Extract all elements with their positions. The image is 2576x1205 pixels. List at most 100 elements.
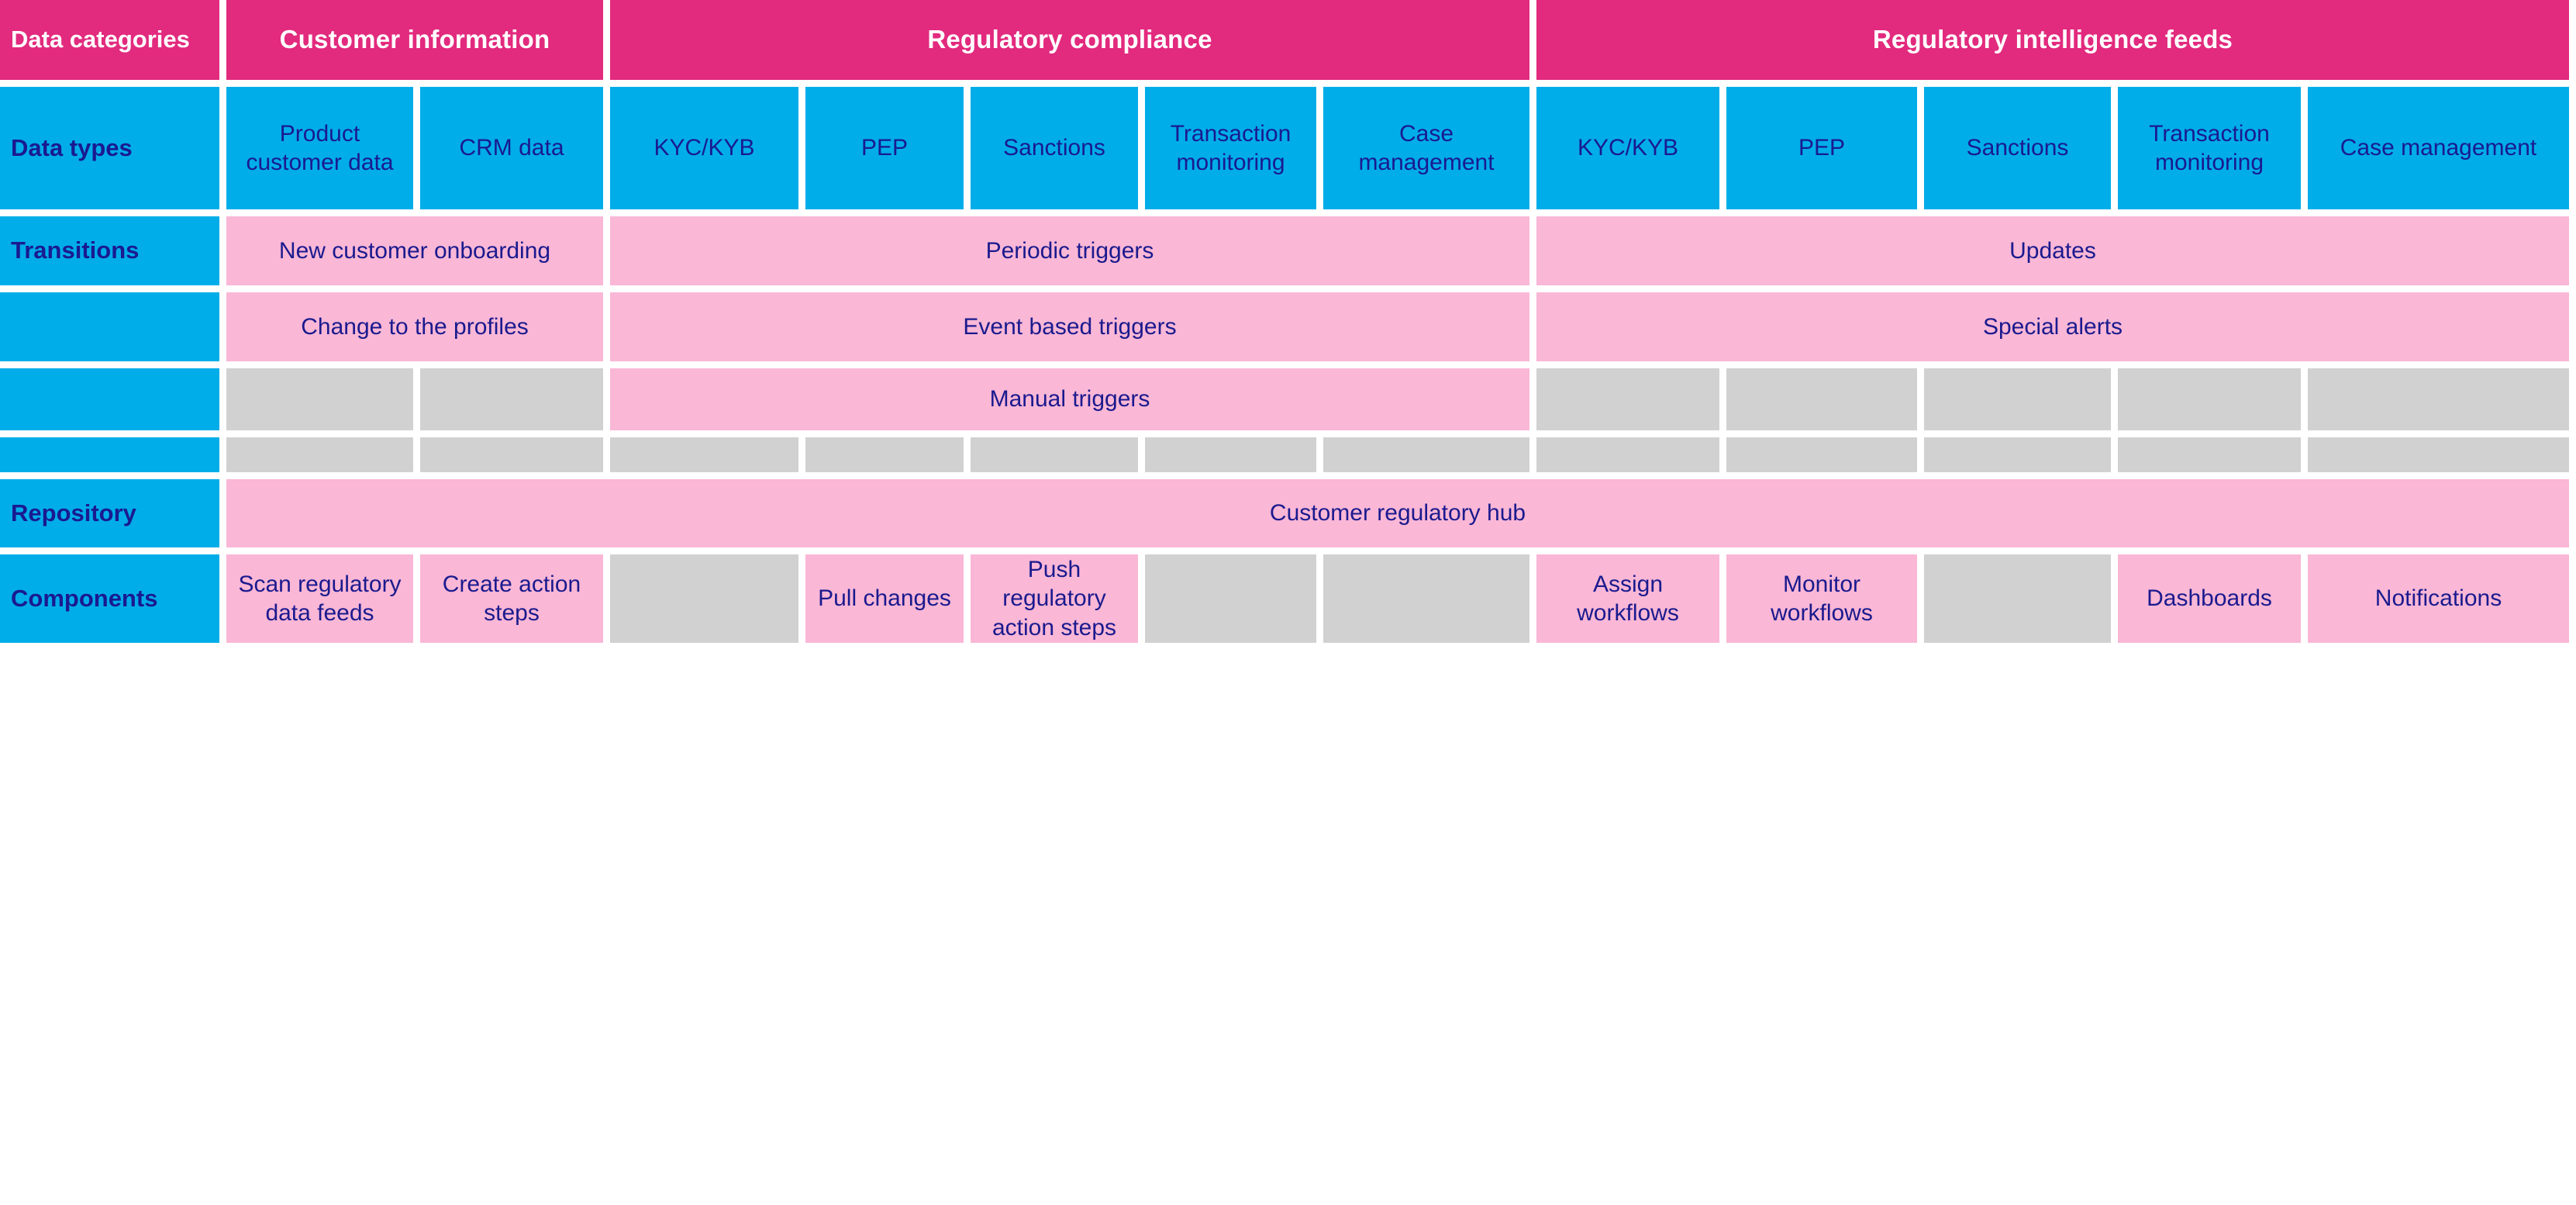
- column-gutter: [219, 87, 226, 209]
- column-gutter: [413, 368, 420, 430]
- column-gutter: [798, 554, 805, 643]
- row-components-cell-3[interactable]: Pull changes: [805, 554, 964, 643]
- row-components-cell-9[interactable]: [1924, 554, 2111, 643]
- column-gutter: [2301, 368, 2308, 430]
- row-blank-cell-11[interactable]: [2308, 437, 2569, 472]
- column-gutter: [603, 437, 610, 472]
- row-transitions-3-cell-5[interactable]: [1924, 368, 2111, 430]
- row-blank-cell-4[interactable]: [971, 437, 1138, 472]
- column-gutter: [1719, 87, 1726, 209]
- column-gutter: [219, 437, 226, 472]
- column-gutter: [413, 437, 420, 472]
- column-gutter: [964, 554, 971, 643]
- category-header-2[interactable]: Regulatory intelligence feeds: [1536, 0, 2569, 80]
- data-type-cell-0[interactable]: Product customer data: [226, 87, 413, 209]
- row-blank-cell-8[interactable]: [1726, 437, 1917, 472]
- column-gutter: [2111, 437, 2118, 472]
- row-transitions-3: Manual triggers: [0, 368, 2576, 430]
- row-label-transitions-2: [0, 292, 219, 361]
- row-transitions-3-cell-2[interactable]: Manual triggers: [610, 368, 1529, 430]
- data-type-cell-4[interactable]: Sanctions: [971, 87, 1138, 209]
- row-transitions-1-cell-1[interactable]: Periodic triggers: [610, 216, 1529, 285]
- row-components-cell-10[interactable]: Dashboards: [2118, 554, 2301, 643]
- row-blank-cell-2[interactable]: [610, 437, 798, 472]
- row-label-blank: [0, 437, 219, 472]
- column-gutter: [964, 437, 971, 472]
- row-components-cell-2[interactable]: [610, 554, 798, 643]
- row-components-cell-7[interactable]: Assign workflows: [1536, 554, 1719, 643]
- row-blank-cell-5[interactable]: [1145, 437, 1316, 472]
- row-components-cell-5[interactable]: [1145, 554, 1316, 643]
- column-gutter: [413, 554, 420, 643]
- row-blank-cell-10[interactable]: [2118, 437, 2301, 472]
- row-transitions-2-cell-1[interactable]: Event based triggers: [610, 292, 1529, 361]
- row-blank-cell-0[interactable]: [226, 437, 413, 472]
- row-gutter: [0, 285, 2576, 292]
- column-gutter: [1316, 87, 1323, 209]
- row-components-cell-11[interactable]: Notifications: [2308, 554, 2569, 643]
- column-gutter: [1529, 0, 1536, 80]
- row-gutter: [0, 209, 2576, 216]
- column-gutter: [1138, 87, 1145, 209]
- row-transitions-3-cell-7[interactable]: [2308, 368, 2569, 430]
- row-components-cell-6[interactable]: [1323, 554, 1529, 643]
- column-gutter: [1529, 292, 1536, 361]
- row-gutter: [0, 430, 2576, 437]
- row-blank-cell-3[interactable]: [805, 437, 964, 472]
- column-gutter: [964, 87, 971, 209]
- column-gutter: [1917, 87, 1924, 209]
- row-transitions-2-cell-0[interactable]: Change to the profiles: [226, 292, 603, 361]
- row-transitions-3-cell-6[interactable]: [2118, 368, 2301, 430]
- column-gutter: [603, 368, 610, 430]
- row-blank-cell-1[interactable]: [420, 437, 603, 472]
- column-gutter: [1719, 437, 1726, 472]
- column-gutter: [413, 87, 420, 209]
- row-gutter: [0, 80, 2576, 87]
- data-type-cell-11[interactable]: Case management: [2308, 87, 2569, 209]
- data-type-cell-10[interactable]: Transaction monitoring: [2118, 87, 2301, 209]
- row-gutter: [0, 472, 2576, 479]
- column-gutter: [219, 216, 226, 285]
- row-label-components: Components: [0, 554, 219, 643]
- data-type-cell-1[interactable]: CRM data: [420, 87, 603, 209]
- row-repository-cell-0[interactable]: Customer regulatory hub: [226, 479, 2569, 547]
- data-type-cell-8[interactable]: PEP: [1726, 87, 1917, 209]
- row-transitions-1-cell-0[interactable]: New customer onboarding: [226, 216, 603, 285]
- row-components-cell-1[interactable]: Create action steps: [420, 554, 603, 643]
- column-gutter: [2111, 87, 2118, 209]
- row-transitions-3-cell-3[interactable]: [1536, 368, 1719, 430]
- column-gutter: [219, 368, 226, 430]
- data-type-cell-7[interactable]: KYC/KYB: [1536, 87, 1719, 209]
- column-gutter: [603, 87, 610, 209]
- row-components-cell-4[interactable]: Push regulatory action steps: [971, 554, 1138, 643]
- category-header-0[interactable]: Customer information: [226, 0, 603, 80]
- column-gutter: [2301, 437, 2308, 472]
- row-transitions-3-cell-4[interactable]: [1726, 368, 1917, 430]
- category-header-1[interactable]: Regulatory compliance: [610, 0, 1529, 80]
- row-transitions-3-cell-0[interactable]: [226, 368, 413, 430]
- column-gutter: [219, 292, 226, 361]
- row-transitions-3-cell-1[interactable]: [420, 368, 603, 430]
- column-gutter: [1138, 437, 1145, 472]
- row-transitions-2-cell-2[interactable]: Special alerts: [1536, 292, 2569, 361]
- column-gutter: [219, 0, 226, 80]
- data-type-cell-5[interactable]: Transaction monitoring: [1145, 87, 1316, 209]
- row-blank-cell-7[interactable]: [1536, 437, 1719, 472]
- row-components-cell-0[interactable]: Scan regulatory data feeds: [226, 554, 413, 643]
- row-blank-cell-6[interactable]: [1323, 437, 1529, 472]
- data-type-cell-9[interactable]: Sanctions: [1924, 87, 2111, 209]
- row-transitions-1-cell-2[interactable]: Updates: [1536, 216, 2569, 285]
- column-gutter: [603, 554, 610, 643]
- row-gutter: [0, 361, 2576, 368]
- column-gutter: [1917, 368, 1924, 430]
- data-type-cell-2[interactable]: KYC/KYB: [610, 87, 798, 209]
- data-type-cell-3[interactable]: PEP: [805, 87, 964, 209]
- column-gutter: [1529, 437, 1536, 472]
- data-type-cell-6[interactable]: Case management: [1323, 87, 1529, 209]
- row-blank-cell-9[interactable]: [1924, 437, 2111, 472]
- column-gutter: [219, 554, 226, 643]
- row-components-cell-8[interactable]: Monitor workflows: [1726, 554, 1917, 643]
- column-gutter: [1529, 554, 1536, 643]
